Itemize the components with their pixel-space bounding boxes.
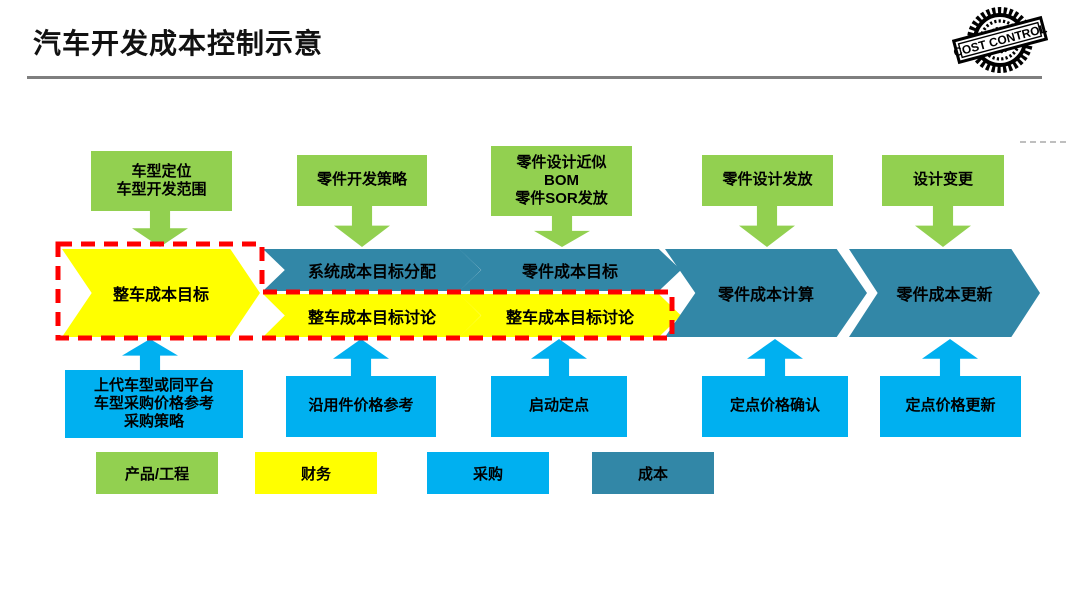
input-box-sourcing-kickoff: 启动定点 — [491, 376, 627, 437]
legend-finance: 财务 — [255, 452, 377, 494]
input-box-sourcing-price-update: 定点价格更新 — [880, 376, 1021, 437]
step-vehicle-cost-discussion-1: 整车成本目标讨论 — [263, 294, 481, 337]
down-arrow-icon — [334, 206, 390, 247]
down-arrow-icon — [915, 206, 971, 247]
down-arrow-icon — [132, 211, 188, 247]
cost-control-stamp-icon: COST CONTROL — [951, 4, 1048, 76]
step-vehicle-cost-discussion-2: 整车成本目标讨论 — [459, 294, 681, 337]
step-part-cost-target: 零件成本目标 — [459, 249, 681, 291]
input-box-part-dev-strategy: 零件开发策略 — [297, 155, 427, 206]
up-arrow-icon — [922, 339, 978, 377]
up-arrow-icon — [333, 339, 389, 377]
input-box-previous-model-price-ref: 上代车型或同平台 车型采购价格参考 采购策略 — [65, 370, 243, 438]
up-arrow-icon — [531, 339, 587, 377]
input-box-design-change: 设计变更 — [882, 155, 1004, 206]
step-part-cost-calculation: 零件成本计算 — [665, 249, 867, 337]
title-underline — [27, 76, 1042, 79]
input-box-part-design-bom: 零件设计近似 BOM 零件SOR发放 — [491, 146, 632, 216]
decorative-dashes — [1020, 141, 1066, 143]
input-box-part-design-release: 零件设计发放 — [702, 155, 833, 206]
input-box-carryover-price-ref: 沿用件价格参考 — [286, 376, 436, 437]
up-arrow-icon — [122, 339, 178, 371]
input-box-sourcing-price-confirm: 定点价格确认 — [702, 376, 848, 437]
legend-product-engineering: 产品/工程 — [96, 452, 218, 494]
down-arrow-icon — [739, 206, 795, 247]
step-vehicle-cost-target: 整车成本目标 — [62, 249, 260, 337]
up-arrow-icon — [747, 339, 803, 377]
step-part-cost-update: 零件成本更新 — [849, 249, 1040, 337]
legend-purchasing: 采购 — [427, 452, 549, 494]
input-box-vehicle-positioning: 车型定位 车型开发范围 — [91, 151, 232, 211]
page-title: 汽车开发成本控制示意 — [33, 28, 324, 59]
down-arrow-icon — [534, 216, 590, 247]
legend-cost: 成本 — [592, 452, 714, 494]
step-system-cost-allocation: 系统成本目标分配 — [263, 249, 481, 291]
